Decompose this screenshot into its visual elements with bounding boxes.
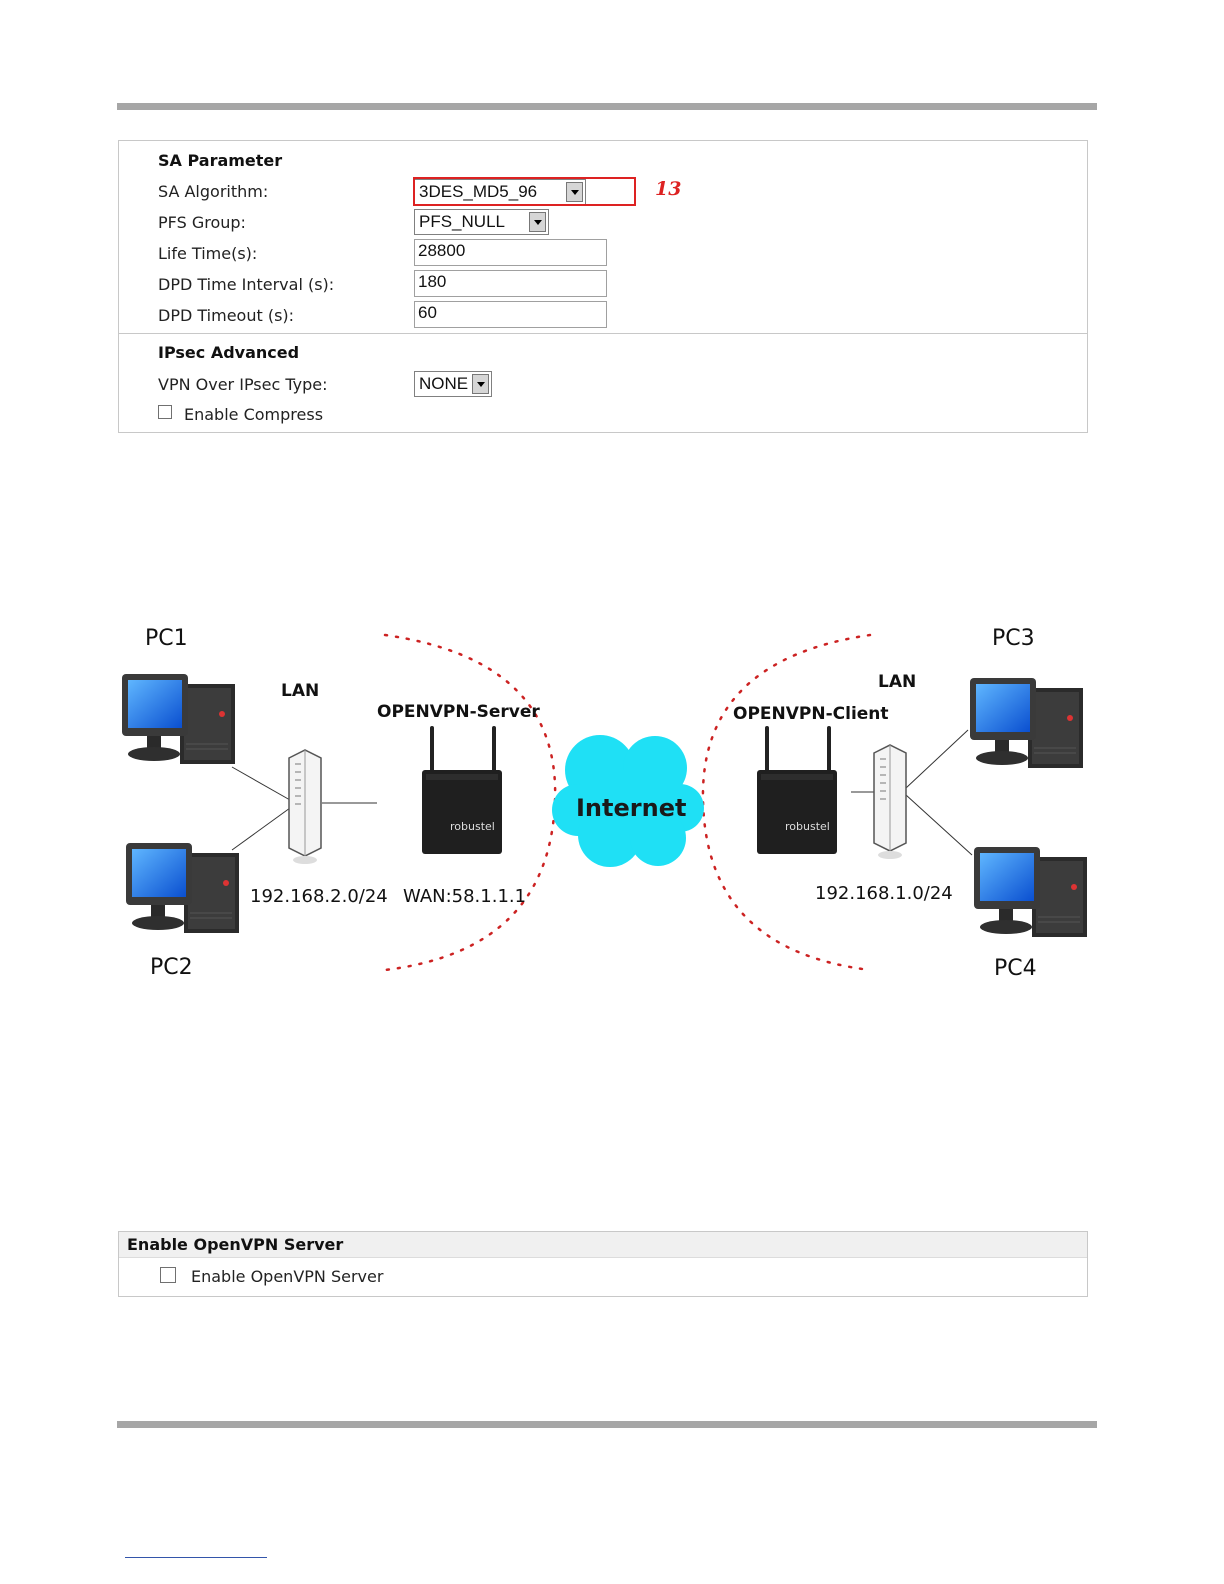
sa-parameter-title: SA Parameter xyxy=(158,151,282,170)
top-rule xyxy=(117,103,1097,110)
pc1-label: PC1 xyxy=(145,626,188,651)
pfs-group-label: PFS Group: xyxy=(158,213,246,232)
server-router-brand: robustel xyxy=(450,820,495,833)
openvpn-topology-diagram: robustel robustel Internet PC1 PC2 PC3 P… xyxy=(0,600,1224,1000)
annotation-number: 13 xyxy=(655,178,681,200)
client-router-icon xyxy=(757,726,837,854)
openvpn-panel-title: Enable OpenVPN Server xyxy=(127,1235,343,1254)
dropdown-arrow-icon[interactable] xyxy=(529,212,546,232)
pc4-computer-icon xyxy=(974,847,1087,937)
bottom-rule xyxy=(117,1421,1097,1428)
footer-underline xyxy=(125,1557,267,1558)
enable-compress-label: Enable Compress xyxy=(184,405,323,424)
ipsec-advanced-title: IPsec Advanced xyxy=(158,343,299,362)
pfs-group-select[interactable]: PFS_NULL xyxy=(414,209,549,235)
client-label: OPENVPN-Client xyxy=(733,704,889,724)
pc3-computer-icon xyxy=(970,678,1083,768)
pc2-label: PC2 xyxy=(150,955,193,980)
pc3-label: PC3 xyxy=(992,626,1035,651)
highlight-box xyxy=(413,177,636,206)
enable-openvpn-checkbox[interactable] xyxy=(160,1267,176,1283)
dpd-timeout-label: DPD Timeout (s): xyxy=(158,306,294,325)
internet-label: Internet xyxy=(576,794,686,822)
vpn-over-ipsec-select[interactable]: NONE xyxy=(414,371,492,397)
pc2-computer-icon xyxy=(126,843,239,933)
life-time-input[interactable]: 28800 xyxy=(414,239,607,266)
vpn-over-ipsec-value: NONE xyxy=(419,374,468,394)
lan-left-label: LAN xyxy=(281,681,319,701)
section-divider xyxy=(119,333,1087,334)
dpd-interval-label: DPD Time Interval (s): xyxy=(158,275,334,294)
left-subnet-label: 192.168.2.0/24 xyxy=(250,886,388,907)
openvpn-panel-header: Enable OpenVPN Server xyxy=(119,1232,1087,1258)
ipsec-settings-panel: SA Parameter SA Algorithm: 3DES_MD5_96 1… xyxy=(118,140,1088,433)
client-router-brand: robustel xyxy=(785,820,830,833)
sa-algorithm-label: SA Algorithm: xyxy=(158,182,268,201)
pfs-group-value: PFS_NULL xyxy=(419,212,505,232)
server-label: OPENVPN-Server xyxy=(377,702,540,722)
wan-label: WAN:58.1.1.1 xyxy=(403,886,526,907)
enable-compress-checkbox[interactable] xyxy=(158,405,172,419)
life-time-label: Life Time(s): xyxy=(158,244,257,263)
openvpn-server-panel: Enable OpenVPN Server Enable OpenVPN Ser… xyxy=(118,1231,1088,1297)
right-subnet-label: 192.168.1.0/24 xyxy=(815,883,953,904)
pc1-computer-icon xyxy=(122,674,235,764)
right-switch-icon xyxy=(874,745,906,859)
left-switch-icon xyxy=(289,750,321,864)
vpn-over-ipsec-label: VPN Over IPsec Type: xyxy=(158,375,328,394)
lan-right-label: LAN xyxy=(878,672,916,692)
dropdown-arrow-icon[interactable] xyxy=(472,374,489,394)
server-router-icon xyxy=(422,726,502,854)
pc4-label: PC4 xyxy=(994,956,1037,981)
enable-openvpn-label: Enable OpenVPN Server xyxy=(191,1267,383,1286)
dpd-timeout-input[interactable]: 60 xyxy=(414,301,607,328)
dpd-interval-input[interactable]: 180 xyxy=(414,270,607,297)
